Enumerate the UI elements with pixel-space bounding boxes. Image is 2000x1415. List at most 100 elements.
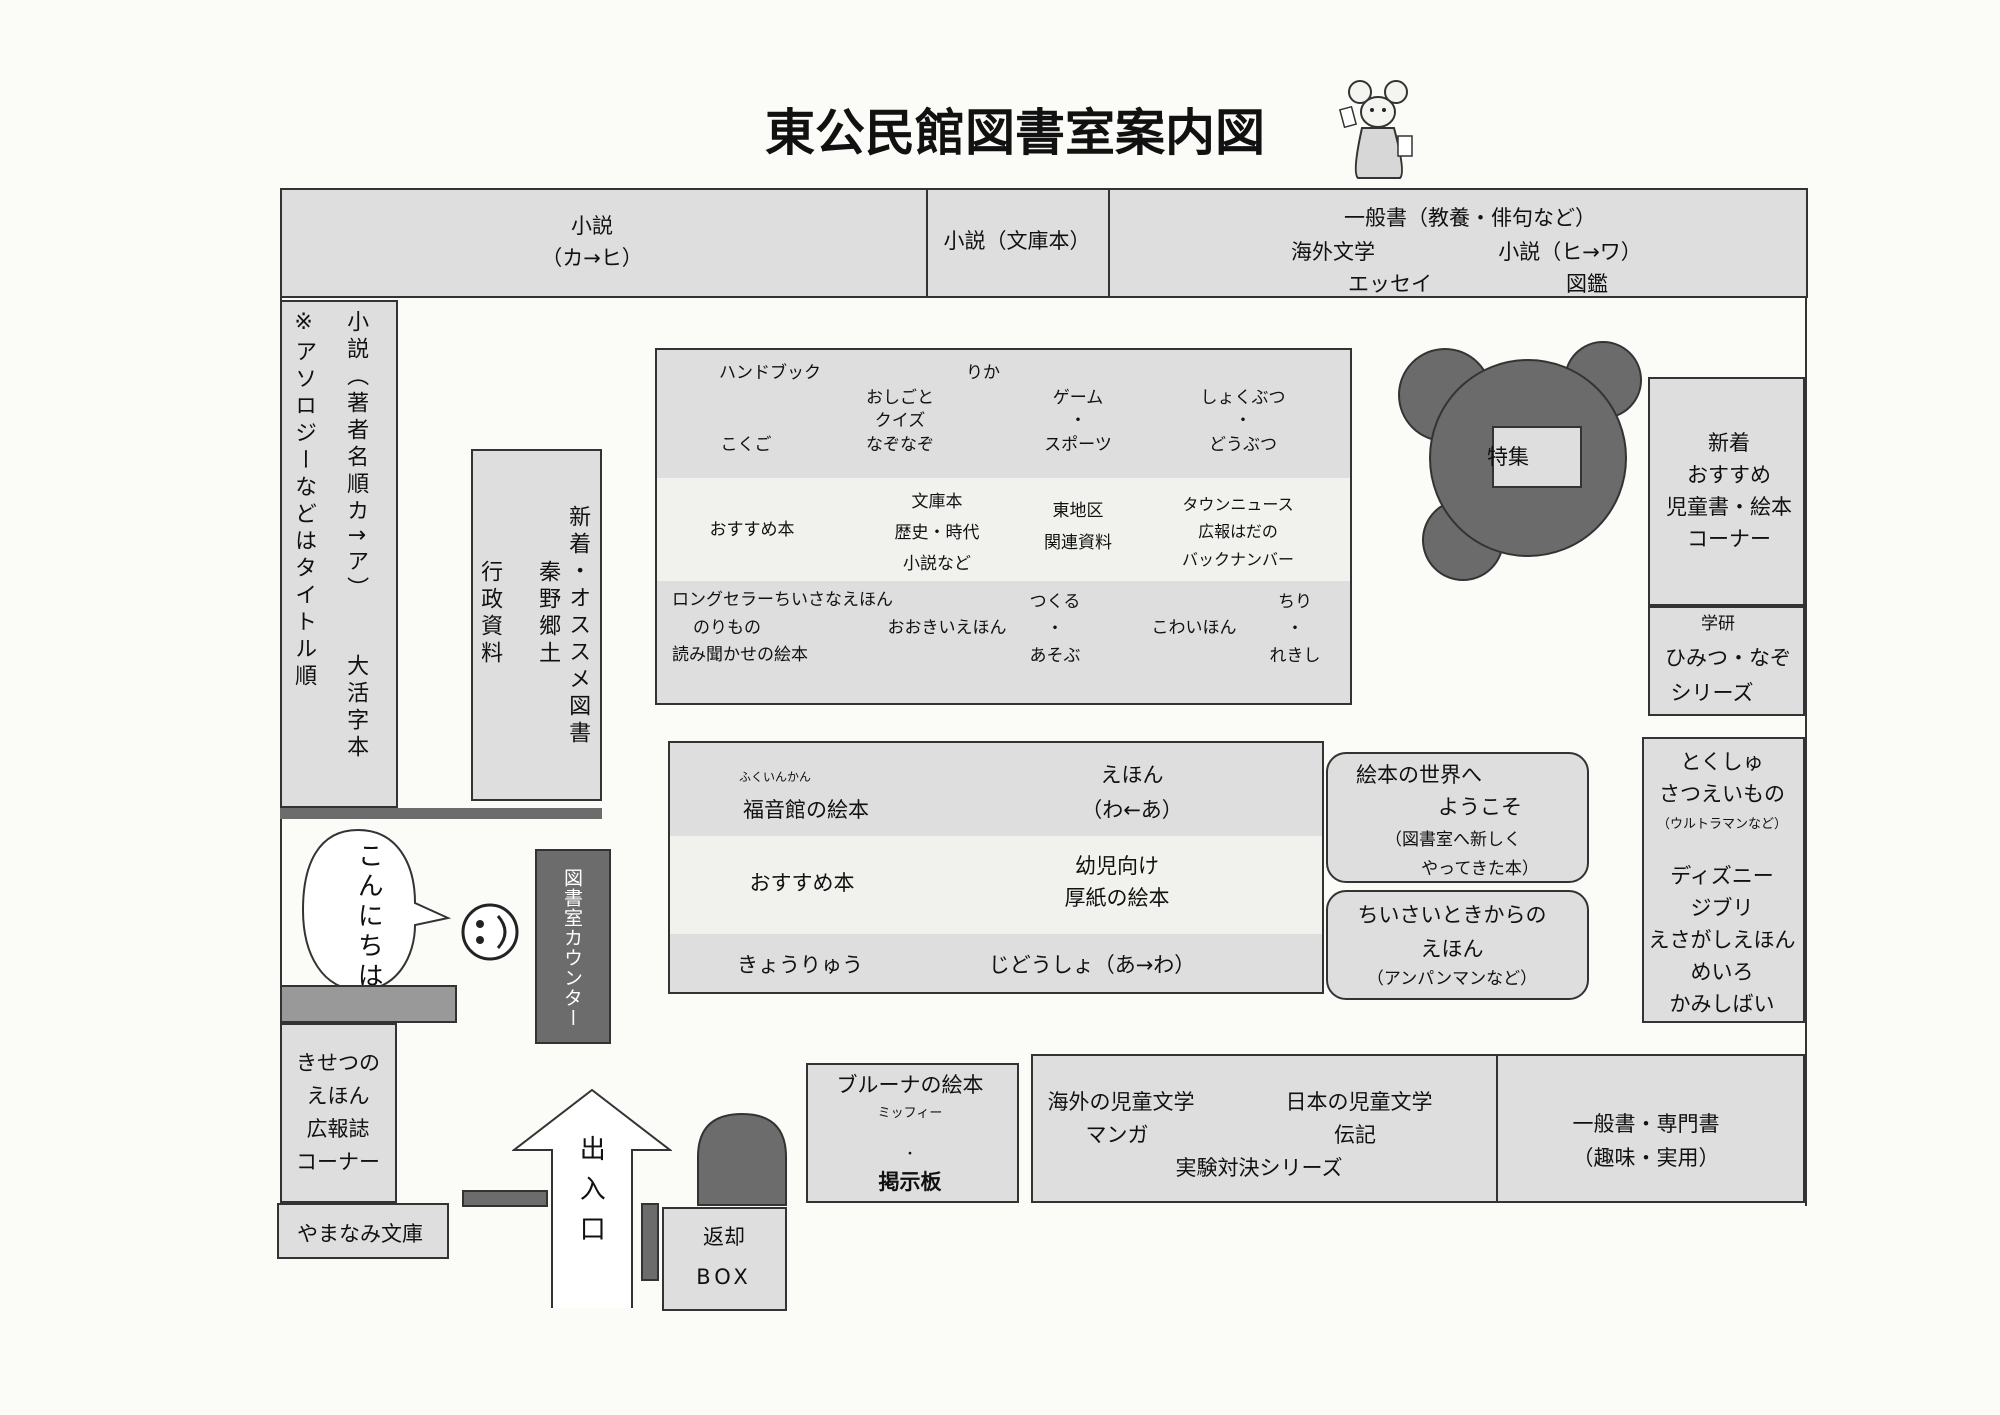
animals-label: どうぶつ — [1209, 435, 1277, 455]
welcome-shelf — [1326, 752, 1589, 883]
baby-books-shelf — [1326, 890, 1589, 1000]
bunko-book-label: 文庫本 — [911, 492, 963, 512]
bulletin-board-label[interactable]: 掲示板 — [878, 1170, 942, 1194]
miffy-label: ミッフィー — [877, 1106, 943, 1121]
bunko-novel-label: 小説など — [903, 554, 971, 574]
quiz-label: クイズ — [874, 411, 926, 431]
bunko-label: 小説（文庫本） — [943, 229, 1091, 253]
tsukuru-label: つくる — [1029, 592, 1081, 612]
entrance-rail — [462, 1190, 548, 1207]
satsuei-label: さつえいもの — [1659, 782, 1785, 806]
counter-desk — [280, 985, 457, 1023]
ehon-order-label: （わ←あ） — [1081, 798, 1183, 822]
welcome-new-label: （図書室へ新しく — [1385, 830, 1521, 850]
tokushu-label: とくしゅ — [1680, 750, 1764, 774]
game-dot: ・ — [1069, 411, 1087, 431]
dictionary-label: じどうしょ（あ→わ） — [988, 953, 1196, 977]
ghibli-label: ジブリ — [1690, 896, 1754, 920]
foreign-literature-label: 海外文学 — [1291, 240, 1375, 264]
library-counter — [535, 849, 611, 1044]
gakken-shelf — [1648, 606, 1805, 716]
counter-label: 図書室カウンター — [560, 868, 583, 1028]
corner-label: コーナー — [296, 1150, 380, 1174]
general-books-label: 一般書（教養・俳句など） — [1344, 206, 1596, 230]
novel-ka-hi-range: （カ→ヒ） — [541, 246, 643, 270]
return-box-dome — [697, 1112, 787, 1206]
anpanman-label: （アンパンマンなど） — [1366, 969, 1538, 989]
special-feature-label: 特集 — [1487, 445, 1529, 469]
bulletin-dot: ・ — [903, 1147, 917, 1162]
right-new-shelf — [1648, 377, 1805, 606]
foreign-children-lit-label: 海外の児童文学 — [1047, 1090, 1195, 1114]
town-news-label: タウンニュース — [1182, 495, 1294, 514]
meiro-label: めいろ — [1690, 960, 1754, 984]
entrance-label: 出入口 — [575, 1135, 606, 1255]
right-recommend-label: おすすめ — [1687, 463, 1771, 487]
longseller-label: ロングセラーちいさなえほん — [672, 590, 893, 610]
related-materials-label: 関連資料 — [1044, 533, 1112, 553]
general-pro-label: 一般書・専門書 — [1572, 1112, 1720, 1136]
himitsu-label: ひみつ・なぞ — [1665, 646, 1791, 670]
infant-label: 幼児向け — [1075, 854, 1159, 878]
seasonal-shelf — [280, 1023, 397, 1203]
novel-hi-wa-label: 小説（ヒ→ワ） — [1498, 240, 1642, 264]
readaloud-label: 読み聞かせの絵本 — [672, 645, 808, 665]
mouse-mascot-icon — [1338, 80, 1413, 179]
scary-books-label: こわいほん — [1151, 618, 1237, 638]
east-district-label: 東地区 — [1052, 501, 1104, 521]
esagashi-label: えさがしえほん — [1648, 928, 1796, 952]
hadano-local-label: 秦野郷土 — [535, 560, 561, 668]
center-aisle-band — [657, 478, 1350, 581]
fukuinkan-label: 福音館の絵本 — [743, 798, 869, 822]
return-box[interactable] — [662, 1207, 787, 1311]
disney-label: ディズニー — [1670, 864, 1774, 888]
history-shelf-label: れきし — [1269, 646, 1321, 666]
greeting-label: こんにちは — [353, 842, 384, 992]
center-recommended-label: おすすめ本 — [709, 520, 795, 540]
encyclopedia-label: 図鑑 — [1566, 272, 1608, 296]
return-rail — [641, 1203, 659, 1281]
welcome-label: 絵本の世界へ — [1356, 763, 1482, 787]
rika-label: りか — [966, 363, 1000, 383]
fukuinkan-ruby: ふくいんかん — [738, 770, 812, 784]
experiment-series-label: 実験対決シリーズ — [1175, 1156, 1343, 1180]
bottom-shelf-divider — [1496, 1054, 1498, 1203]
koho-hadano-label: 広報はだの — [1198, 522, 1278, 541]
geography-dot: ・ — [1286, 619, 1304, 639]
kamishibai-label: かみしばい — [1669, 992, 1775, 1016]
special-feature-table — [1398, 341, 1642, 581]
bruna-label: ブルーナの絵本 — [836, 1073, 984, 1097]
baby-ehon-label: えほん — [1420, 937, 1484, 961]
series-label: シリーズ — [1670, 681, 1754, 705]
entrance-arrow-icon[interactable] — [512, 1088, 672, 1310]
right-wall — [1805, 298, 1807, 1206]
big-ehon-label: おおきいえほん — [887, 618, 1007, 638]
koho-magazine-label: 広報誌 — [306, 1117, 370, 1141]
board-books-label: 厚紙の絵本 — [1064, 886, 1170, 910]
yamanami-bunko-shelf — [277, 1203, 449, 1259]
bottom-shelf-row — [1031, 1054, 1805, 1203]
ultraman-label: （ウルトラマンなど） — [1656, 817, 1788, 832]
anthology-note-label: ※アソロジーなどはタイトル順 — [291, 310, 317, 691]
novel-ka-hi-label: 小説 — [571, 214, 613, 238]
seasonal-ehon-label: えほん — [306, 1084, 370, 1108]
welcome-new-books-label: やってきた本） — [1421, 859, 1539, 879]
seasonal-label: きせつの — [296, 1051, 380, 1075]
plants-label: しょくぶつ — [1200, 388, 1286, 408]
return-label: 返却 — [703, 1225, 745, 1249]
right-corner-label: コーナー — [1687, 527, 1771, 551]
right-children-books-label: 児童書・絵本 — [1666, 495, 1792, 519]
handbook-label: ハンドブック — [719, 363, 821, 383]
biography-label: 伝記 — [1334, 1123, 1376, 1147]
geography-label: ちり — [1278, 592, 1312, 612]
gakken-label: 学研 — [1701, 614, 1735, 634]
sports-label: スポーツ — [1044, 435, 1112, 455]
bruna-shelf — [806, 1063, 1019, 1203]
riddle-label: なぞなぞ — [866, 435, 934, 455]
tsukuru-dot: ・ — [1046, 619, 1064, 639]
plants-dot: ・ — [1234, 411, 1252, 431]
asobu-label: あそぶ — [1029, 646, 1081, 666]
dinosaur-label: きょうりゅう — [737, 953, 863, 977]
hobby-practical-label: （趣味・実用） — [1572, 1146, 1720, 1170]
kokugo-label: こくご — [720, 435, 772, 455]
